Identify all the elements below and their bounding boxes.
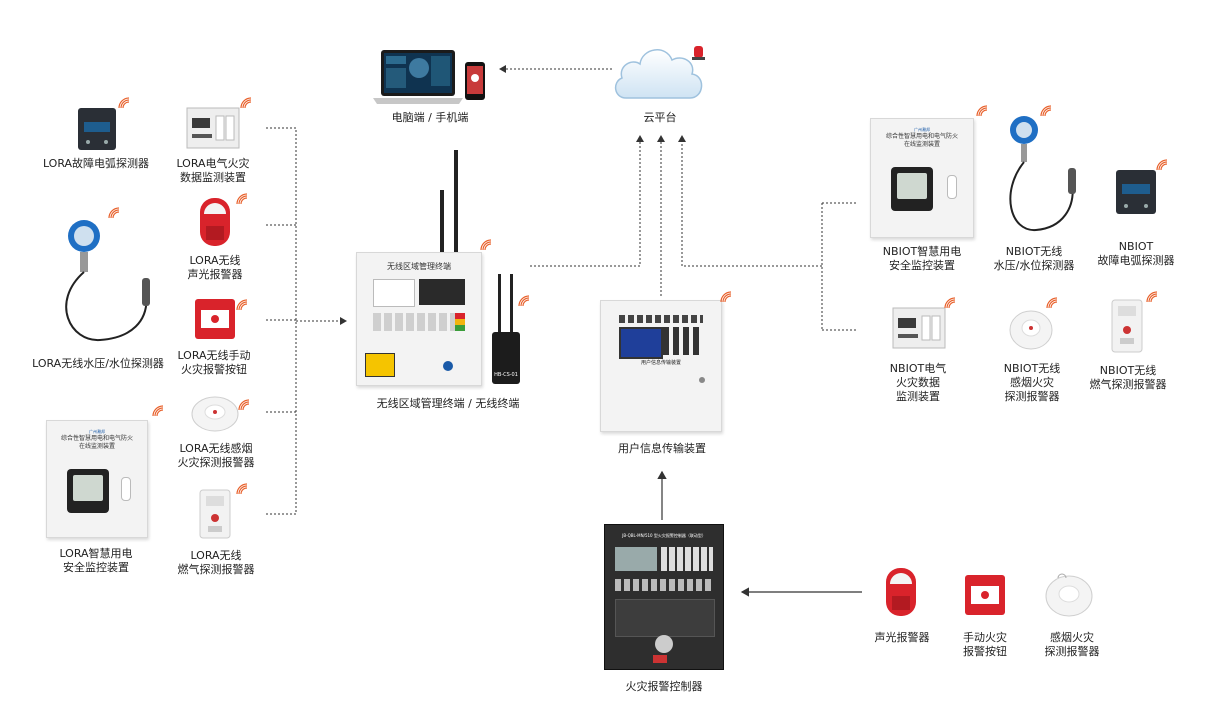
lora-smart-panel: 广州瀚邦 综合性智慧用电和电气防火在线监测装置	[46, 420, 148, 538]
lora-water-probe	[60, 212, 160, 348]
wifi-icon	[1146, 288, 1158, 303]
nb-smoke-label: NBIOT无线感烟火灾探测报警器	[1003, 362, 1061, 403]
lora-arc-detector	[76, 104, 118, 154]
wireless-terminal: HB-CS-01	[492, 274, 520, 384]
wifi-icon	[1040, 102, 1052, 117]
laptop-phone-group	[373, 50, 485, 106]
nbiot-smart-panel: 广州瀚邦 综合性智慧用电和电气防火在线监测装置	[870, 118, 974, 238]
wifi-icon	[238, 396, 250, 411]
area-management-terminal: 无线区域管理终端	[356, 252, 482, 386]
lora-elec-label: LORA电气火灾数据监测装置	[176, 157, 250, 184]
pc-phone-label: 电脑端 / 手机端	[391, 111, 469, 124]
user-info-transmission-device: 用户信息传输装置	[600, 300, 722, 432]
lora-smoke-label: LORA无线感烟火灾探测报警器	[177, 442, 255, 469]
wifi-icon	[236, 296, 248, 311]
nbiot-water-probe	[1006, 112, 1082, 236]
wifi-icon	[720, 288, 732, 303]
laptop-icon	[373, 50, 485, 104]
lora-alarm-label: LORA无线声光报警器	[187, 254, 243, 281]
smoke-detector	[1044, 572, 1094, 618]
lora-arc-label: LORA故障电弧探测器	[42, 157, 150, 170]
fire-alarm-controller: JB-QBL-MN/510 型火灾报警控制器（联动型）	[604, 524, 724, 670]
lora-elec-monitor	[186, 106, 240, 150]
nbiot-arc-detector	[1114, 166, 1158, 218]
wifi-icon	[152, 402, 164, 417]
wifi-icon	[518, 292, 530, 307]
terminal-label: 无线区域管理终端 / 无线终端	[376, 397, 520, 410]
lora-button-label: LORA无线手动火灾报警按钮	[177, 349, 251, 376]
lora-sound-alarm	[198, 196, 232, 248]
lora-manual-button	[194, 298, 236, 340]
terminal-antennas	[436, 150, 464, 254]
wifi-icon	[1156, 156, 1168, 171]
wifi-icon	[118, 94, 130, 109]
wifi-icon	[976, 102, 988, 117]
lora-gas-detector	[198, 488, 232, 540]
wifi-icon	[236, 480, 248, 495]
nb-water-label: NBIOT无线水压/水位探测器	[993, 245, 1075, 272]
wifi-icon	[480, 236, 492, 251]
fire-ctrl-label: 火灾报警控制器	[625, 680, 703, 693]
nbiot-gas-detector	[1110, 298, 1144, 354]
wifi-icon	[1046, 294, 1058, 309]
nb-smart-label: NBIOT智慧用电安全监控装置	[882, 245, 962, 272]
smoke-label: 感烟火灾探测报警器	[1044, 631, 1100, 658]
uitd-label: 用户信息传输装置	[618, 442, 706, 455]
manual-fire-button	[964, 574, 1006, 616]
cloud-icon	[614, 46, 705, 99]
button-label: 手动火灾报警按钮	[963, 631, 1007, 658]
nbiot-smoke-detector	[1008, 308, 1054, 352]
nbiot-elec-monitor	[892, 306, 946, 350]
sound-light-alarm	[884, 566, 918, 618]
lora-water-label: LORA无线水压/水位探测器	[32, 357, 164, 370]
nb-gas-label: NBIOT无线燃气探测报警器	[1089, 364, 1167, 391]
wifi-icon	[108, 204, 120, 219]
nb-elec-label: NBIOT电气火灾数据监测装置	[889, 362, 947, 403]
left-bus-line	[266, 127, 297, 514]
cloud-platform	[612, 32, 708, 102]
wifi-icon	[944, 294, 956, 309]
lora-smoke-detector	[190, 394, 240, 434]
wifi-icon	[240, 94, 252, 109]
wifi-icon	[236, 190, 248, 205]
cloud-label: 云平台	[643, 111, 677, 124]
lora-gas-label: LORA无线燃气探测报警器	[177, 549, 255, 576]
alarm-label: 声光报警器	[874, 631, 930, 644]
lora-smart-label: LORA智慧用电安全监控装置	[59, 547, 133, 574]
